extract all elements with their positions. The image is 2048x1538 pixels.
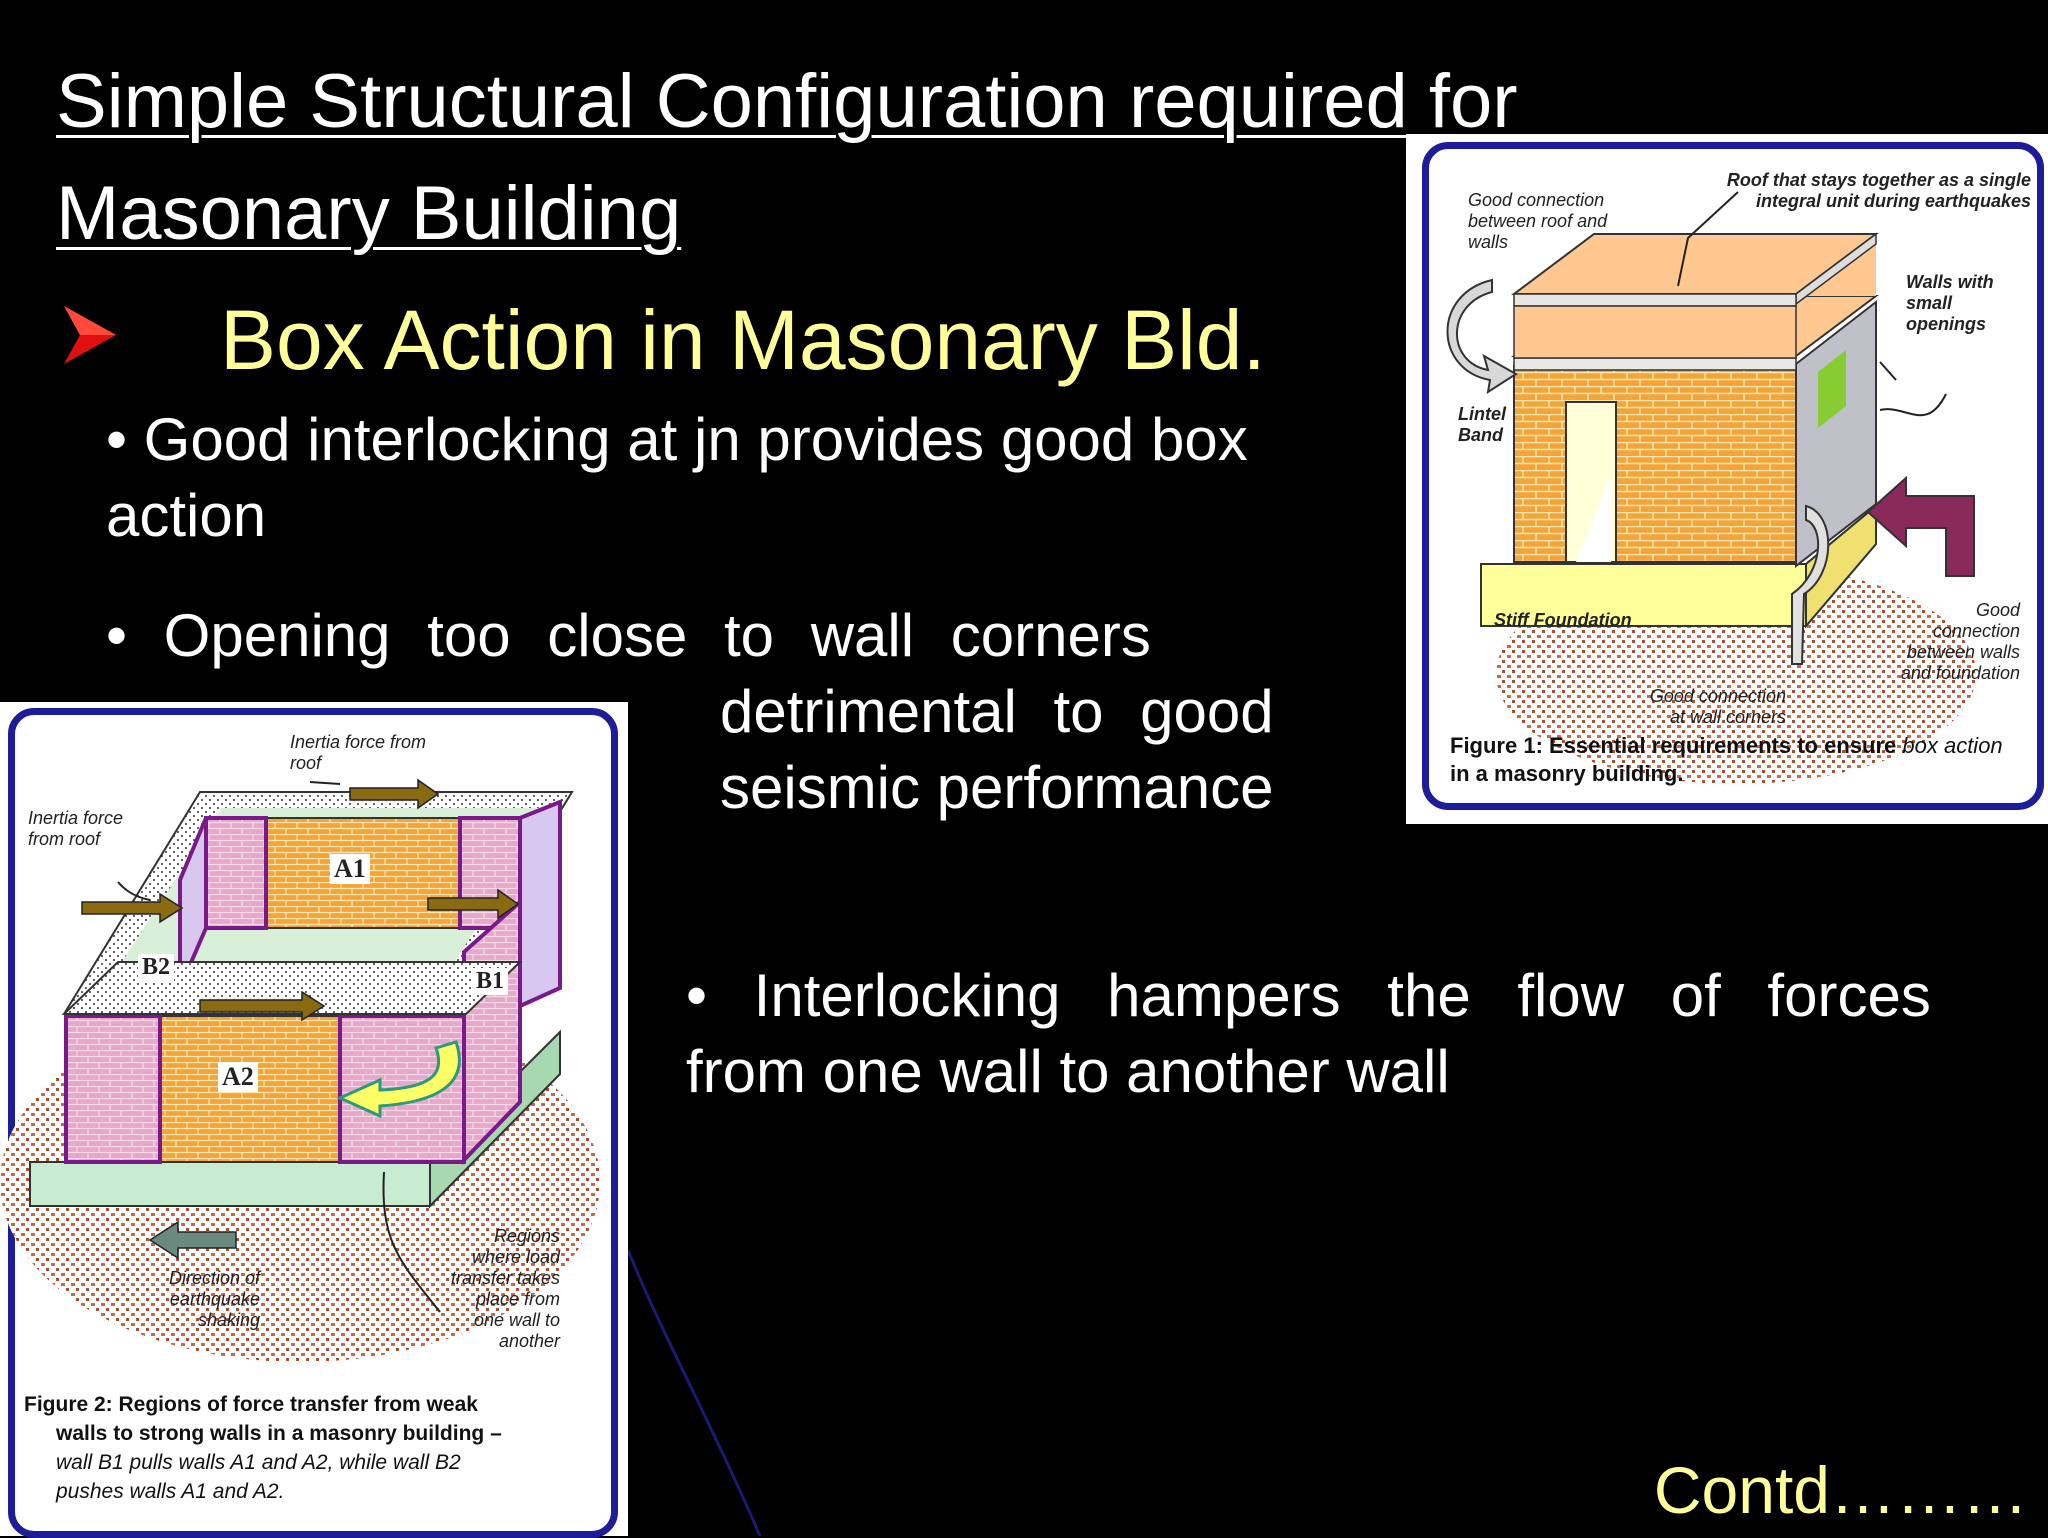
slide-title: Simple Structural Configuration required… — [56, 46, 1518, 270]
fig2-label-inertia-roof-left: Inertia force from roof — [28, 808, 124, 849]
fig1-caption-rest: in a masonry building. — [1450, 761, 1684, 786]
bullet-flow-line1: • Interlocking hampers the flow of force… — [686, 962, 1931, 1029]
bullet-interlocking-line2: action — [106, 482, 267, 549]
fig2-label-a2: A2 — [218, 1062, 258, 1092]
fig1-caption-italic: box action — [1902, 733, 2003, 758]
slide-title-line2: Masonary Building — [56, 171, 682, 256]
fig1-label-good-connection-foundation: Good connection between walls and founda… — [1900, 600, 2020, 683]
bullet-opening-line1: • Opening too close to wall corners — [106, 602, 1151, 669]
fig1-caption-bold: Figure 1: Essential requirements to ensu… — [1450, 733, 1897, 758]
continued-label: Contd……… — [1653, 1453, 2028, 1527]
fig1-label-roof: Roof that stays together as a single int… — [1726, 170, 2031, 211]
fig1-label-good-connection-corners: Good connection at wall corners — [1649, 686, 1786, 727]
section-heading: Box Action in Masonary Bld. — [220, 293, 1266, 387]
fig2-label-b1: B1 — [472, 968, 509, 995]
fig1-label-good-connection: Good connection between roof and walls — [1468, 190, 1608, 252]
fig1-label-stiff-foundation: Stiff Foundation — [1494, 610, 1632, 630]
fig1-caption: Figure 1: Essential requirements to ensu… — [1450, 732, 2020, 788]
figure2-panel: Inertia force from roof Inertia force fr… — [0, 702, 628, 1538]
bullet-opening-line2: detrimental to good — [720, 678, 1274, 745]
fig2-label-direction: Direction of earthquake shaking — [168, 1268, 260, 1330]
figure1-house-illustration — [1446, 191, 1976, 784]
fig2-caption-line4: pushes walls A1 and A2. — [56, 1480, 285, 1503]
bullet-opening-line3: seismic performance — [720, 754, 1274, 821]
fig2-label-regions: Regions where load transfer takes place … — [450, 1226, 560, 1351]
fig1-label-walls-small-openings: Walls with small openings — [1906, 272, 1994, 334]
figure1-panel: Roof that stays together as a single int… — [1406, 134, 2048, 824]
decorative-line — [626, 1250, 762, 1536]
fig2-label-b2: B2 — [138, 954, 175, 981]
fig2-caption-line1: Figure 2: Regions of force transfer from… — [24, 1393, 478, 1416]
slide-title-line1: Simple Structural Configuration required… — [56, 59, 1518, 144]
fig2-caption: Figure 2: Regions of force transfer from… — [24, 1390, 584, 1506]
fig2-caption-line3: wall B1 pulls walls A1 and A2, while wal… — [56, 1451, 461, 1474]
bullet-interlocking-line1: • Good interlocking at jn provides good … — [106, 406, 1248, 473]
fig2-caption-line2: walls to strong walls in a masonry build… — [56, 1422, 502, 1445]
fig2-label-a1: A1 — [330, 854, 370, 884]
fig1-label-lintel-band: Lintel Band — [1458, 404, 1506, 445]
heading-bullet-icon — [60, 300, 120, 375]
figure2-building-illustration — [0, 778, 600, 1362]
fig2-label-inertia-roof-top: Inertia force from roof — [290, 732, 427, 773]
bullet-flow-line2: from one wall to another wall — [686, 1038, 1450, 1105]
